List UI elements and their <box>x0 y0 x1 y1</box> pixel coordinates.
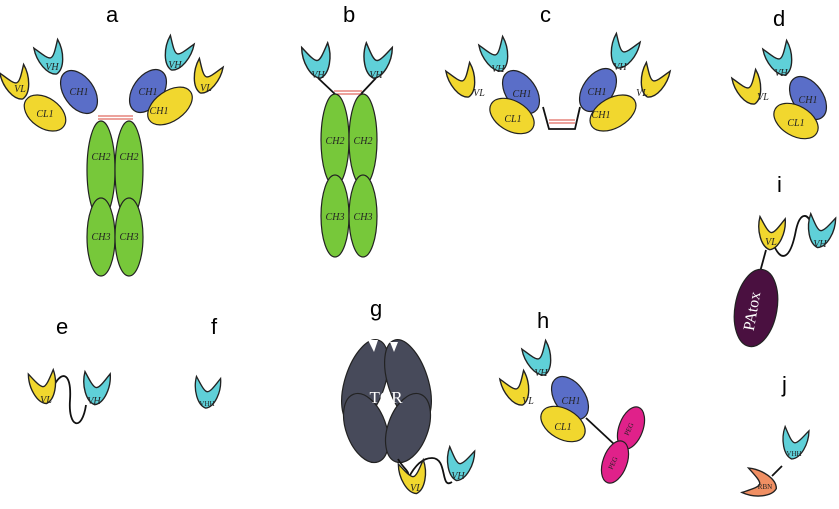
rbn-label: RBN <box>758 483 772 491</box>
ch1-label: CH1 <box>513 89 532 100</box>
cl1-label: CL1 <box>554 422 571 433</box>
cl1-domain <box>489 97 535 135</box>
cl1-label: CL1 <box>787 118 804 129</box>
ch1-label: CH1 <box>799 95 818 106</box>
vl-label: VL <box>410 483 422 494</box>
scfv-fragment: VL VH <box>27 368 112 425</box>
vh-label: VH <box>451 471 465 482</box>
vl-label: VL <box>14 84 26 95</box>
cl1-domain <box>589 94 637 132</box>
peptide-linker <box>397 457 453 485</box>
cl1-label: CL1 <box>36 109 53 120</box>
ch1-domain <box>59 69 99 115</box>
cl1-label: CL1 <box>504 114 521 125</box>
vh-label: VH <box>813 239 827 250</box>
hinge-line <box>359 77 377 96</box>
scfv-toxin-fusion: PAtox VL VH <box>733 212 837 348</box>
vh-label: VH <box>491 64 505 75</box>
heavy-chain-antibody: VH VH CH2 CH2 CH3 CH3 <box>300 41 394 258</box>
panel-label-b: b <box>343 2 355 27</box>
fusion-linker <box>771 465 783 477</box>
vl-label: VL <box>522 396 534 407</box>
vl-label: VL <box>200 83 212 94</box>
tcr-domain <box>342 392 390 464</box>
ch2-label: CH2 <box>120 152 139 163</box>
panel-label-e: e <box>56 314 68 339</box>
vh-label: VH <box>45 62 59 73</box>
cl1-domain <box>773 102 819 140</box>
ch3-label: CH3 <box>120 232 139 243</box>
vh-label: VH <box>534 368 548 379</box>
tcr-domain <box>384 392 432 464</box>
ch2-label: CH2 <box>326 136 345 147</box>
igg-antibody: CH2 CH2 CH3 CH3 VH VL CH1 CL1 VH VL CH1 … <box>0 34 225 277</box>
fab2-fragment: VH VL CH1 CL1 VH VL CH1 CH1 <box>444 32 672 135</box>
hinge-line <box>317 77 337 96</box>
vh-label: VH <box>774 68 788 79</box>
peptide-linker <box>51 375 87 425</box>
vhh-rbn-fusion: VHH RBN <box>741 425 811 502</box>
panel-label-g: g <box>370 296 382 321</box>
ch1-label: CH1 <box>562 396 581 407</box>
patox-domain <box>733 268 779 348</box>
vh-label: VH <box>87 396 101 407</box>
vl-label: VL <box>636 88 648 99</box>
vhh-label: VHH <box>199 400 214 408</box>
ch1-label: CH1 <box>70 87 89 98</box>
ch3-domain-right <box>348 174 378 258</box>
vhh-label: VHH <box>786 450 801 458</box>
ch3-label: CH3 <box>326 212 345 223</box>
ch3-label: CH3 <box>92 232 111 243</box>
vh-label: VH <box>311 70 325 81</box>
hinge-line <box>542 106 581 130</box>
ch1-label: CH1 <box>588 87 607 98</box>
peg-domain <box>600 440 630 484</box>
fab-peg-conjugate: VH VL CH1 CL1 PEG PEG <box>498 339 646 484</box>
fab-fragment: VH VL CH1 CL1 <box>730 39 828 140</box>
nanobody-vhh: VHH <box>192 375 222 410</box>
vh-label: VH <box>613 62 627 73</box>
panel-label-a: a <box>106 2 119 27</box>
vl-label: VL <box>473 88 485 99</box>
ch3-domain-right <box>114 197 144 277</box>
vh-label: VH <box>369 70 383 81</box>
ch2-label: CH2 <box>354 136 373 147</box>
peg-linker <box>585 417 616 446</box>
panel-label-d: d <box>773 6 785 31</box>
panel-label-j: j <box>781 372 787 397</box>
cl1-domain <box>23 94 67 132</box>
peptide-linker <box>772 215 813 257</box>
tcr-label: TCR <box>369 388 403 407</box>
panel-label-h: h <box>537 308 549 333</box>
tcr-scfv-fusion: TCR VL VH <box>341 339 476 497</box>
vh-label: VH <box>168 60 182 71</box>
vl-label: VL <box>40 395 52 406</box>
cl1-domain <box>540 405 586 443</box>
panel-label-i: i <box>777 172 782 197</box>
ch1-label: CH1 <box>150 106 169 117</box>
ch2-label: CH2 <box>92 152 111 163</box>
cl1-domain <box>147 86 193 126</box>
panel-label-f: f <box>211 314 218 339</box>
tcr-notch <box>368 340 398 352</box>
ch1-label: CH1 <box>139 87 158 98</box>
vl-label: VL <box>765 237 777 248</box>
ch1-label: CH1 <box>592 110 611 121</box>
toxin-linker <box>759 249 767 273</box>
patox-label: PAtox <box>741 290 765 332</box>
panel-label-c: c <box>540 2 551 27</box>
ch3-label: CH3 <box>354 212 373 223</box>
vl-label: VL <box>757 92 769 103</box>
